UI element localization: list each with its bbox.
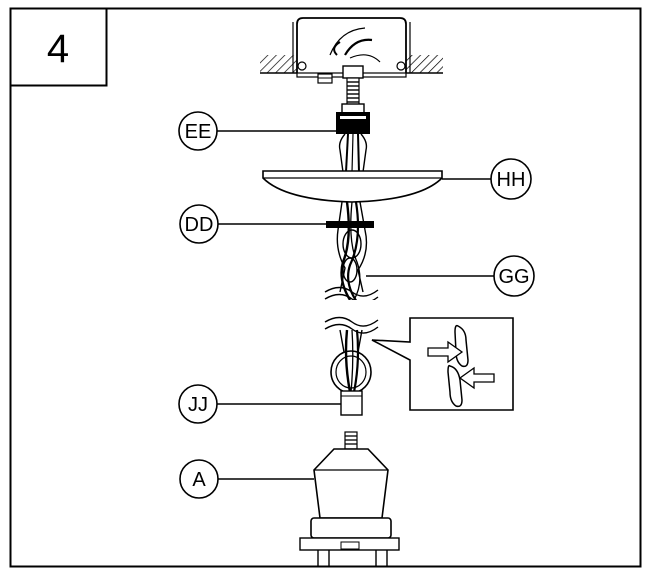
lower-chain (330, 329, 372, 394)
callout-dd: DD (179, 204, 326, 244)
break-marks (324, 286, 379, 334)
a-fixture (299, 431, 400, 566)
callout-a-label: A (192, 469, 206, 491)
callout-hh-label: HH (497, 169, 526, 191)
step-badge: 4 (9, 7, 108, 87)
callout-jj-label: JJ (188, 394, 208, 416)
jj-part (340, 390, 363, 416)
callout-gg-label: GG (498, 266, 529, 288)
dd-part (326, 221, 374, 228)
detail-inset (371, 317, 514, 411)
ee-part (336, 112, 370, 134)
threaded-nipple (341, 65, 365, 115)
hh-canopy (262, 170, 443, 203)
callout-hh: HH (442, 158, 532, 200)
callout-dd-label: DD (185, 214, 214, 236)
callout-ee: EE (178, 111, 336, 151)
callout-ee-label: EE (185, 121, 212, 143)
callout-jj: JJ (178, 384, 341, 424)
ee-coupling (336, 112, 370, 134)
step-box (9, 7, 108, 87)
callout-gg: GG (366, 255, 535, 297)
step-number: 4 (47, 27, 69, 71)
outer-frame (9, 7, 642, 568)
callout-a: A (179, 459, 314, 499)
